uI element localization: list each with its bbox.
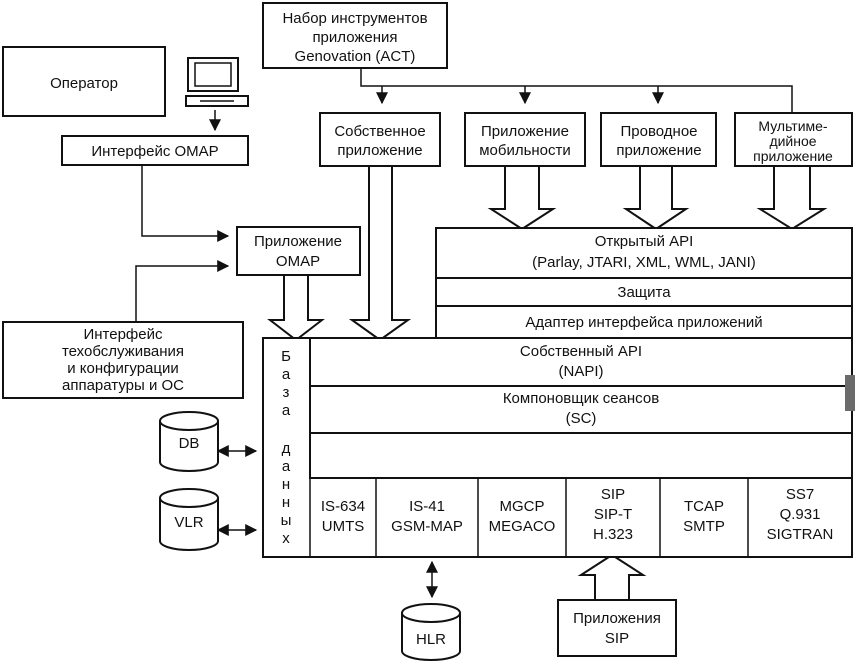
hollow-arrow-own-app-down: [348, 165, 412, 342]
arrow-maintenance-to-omap: [135, 260, 230, 322]
db-letter: х: [282, 530, 290, 547]
adapter-box: [435, 305, 853, 339]
protocol-sip-t: SIP-T: [594, 506, 632, 523]
wired-app-label-2: приложение: [616, 142, 701, 159]
protocol-mgcp: MGCP: [500, 498, 545, 515]
maintenance-box: [2, 321, 244, 399]
mobility-app-box: [464, 112, 586, 167]
db-letter: н: [282, 476, 290, 493]
maintenance-label-3: и конфигурации: [67, 360, 178, 377]
edge-tab: [845, 375, 855, 411]
multimedia-app-label-2: дийное: [769, 133, 816, 149]
protocol-is41: IS-41: [409, 498, 445, 515]
napi-label-2: (NAPI): [559, 363, 604, 380]
hollow-arrow-wired-down: [622, 165, 690, 231]
toolkit-box: [262, 2, 448, 69]
hollow-arrow-multimedia-down: [756, 165, 828, 231]
arrow-to-omap-app: [141, 165, 230, 242]
protocol-sigtran: SIGTRAN: [767, 526, 834, 543]
toolkit-label-3: Genovation (ACT): [295, 48, 416, 65]
own-app-box: [319, 112, 441, 167]
protocol-sip: SIP: [601, 486, 625, 503]
connectors: [135, 68, 793, 599]
adapter-label: Адаптер интерфейса приложений: [525, 314, 762, 331]
block-arrows: [267, 165, 828, 601]
db-letter: Б: [281, 348, 291, 365]
maintenance-label-2: техобслуживания: [62, 343, 184, 360]
napi-label-1: Собственный API: [520, 343, 642, 360]
operator-box: [2, 46, 166, 117]
database-vertical-label: Б а з а д а н н ы х: [281, 348, 292, 547]
hlr-cylinder: HLR: [401, 603, 461, 661]
protocol-umts: UMTS: [322, 518, 365, 535]
omap-app-label-2: ОМАР: [276, 253, 320, 270]
wired-app-box: [600, 112, 717, 167]
hollow-arrow-sip-up: [577, 553, 647, 601]
open-api-label-1: Открытый API: [595, 233, 694, 250]
sip-apps-label-2: SIP: [605, 630, 629, 647]
db-label: DB: [179, 435, 200, 452]
db-letter: з: [283, 384, 290, 401]
protocol-h323: H.323: [593, 526, 633, 543]
db-letter: н: [282, 494, 290, 511]
db-cylinder: DB: [159, 411, 219, 472]
db-letter: а: [282, 458, 291, 475]
wired-app-label-1: Проводное: [621, 123, 698, 140]
sc-box: [309, 385, 853, 434]
sc-label-1: Компоновщик сеансов: [503, 390, 659, 407]
protocol-ss7: SS7: [786, 486, 814, 503]
protocol-megaco: MEGACO: [489, 518, 556, 535]
mobility-app-label-2: мобильности: [479, 142, 571, 159]
sc-label-2: (SC): [566, 410, 597, 427]
multimedia-app-box: [734, 112, 853, 167]
protocol-tcap: TCAP: [684, 498, 724, 515]
omap-app-label-1: Приложение: [254, 233, 342, 250]
sip-apps-label-1: Приложения: [573, 610, 661, 627]
computer-icon: [185, 57, 249, 107]
protocol-smtp: SMTP: [683, 518, 725, 535]
db-letter: д: [282, 440, 291, 457]
multimedia-app-label-1: Мультиме-: [758, 118, 828, 134]
db-letter: ы: [281, 512, 292, 529]
security-box: [435, 277, 853, 307]
protocol-q931: Q.931: [780, 506, 821, 523]
omap-interface-label: Интерфейс ОМАР: [91, 143, 218, 160]
empty-layer-box: [309, 432, 853, 479]
sip-apps-box: [557, 599, 677, 657]
protocol-gsm-map: GSM-MAP: [391, 518, 463, 535]
toolkit-label-2: приложения: [312, 29, 397, 46]
protocol-is634: IS-634: [321, 498, 365, 515]
maintenance-label-4: аппаратуры и ОС: [62, 377, 184, 394]
omap-interface-box: [61, 135, 249, 166]
omap-app-box: [236, 226, 361, 276]
protocol-row: IS-634 UMTS IS-41 GSM-MAP MGCP MEGACO SI…: [321, 478, 833, 557]
own-app-label-2: приложение: [337, 142, 422, 159]
open-api-box: [435, 227, 853, 279]
hollow-arrow-omap-to-db: [267, 274, 325, 342]
security-label: Защита: [617, 284, 671, 301]
db-letter: а: [282, 366, 291, 383]
hollow-arrow-mobility-down: [487, 165, 557, 231]
multimedia-app-label-3: приложение: [753, 148, 833, 164]
db-letter: а: [282, 402, 291, 419]
open-api-label-2: (Parlay, JTARI, XML, WML, JANI): [532, 254, 756, 271]
vlr-cylinder: VLR: [159, 488, 219, 551]
toolkit-label-1: Набор инструментов: [282, 10, 427, 27]
operator-label: Оператор: [50, 75, 118, 92]
hlr-label: HLR: [416, 631, 446, 648]
maintenance-label-1: Интерфейс: [83, 326, 163, 343]
mobility-app-label-1: Приложение: [481, 123, 569, 140]
napi-box: [309, 337, 853, 387]
own-app-label-1: Собственное: [334, 123, 425, 140]
vlr-label: VLR: [174, 514, 203, 531]
